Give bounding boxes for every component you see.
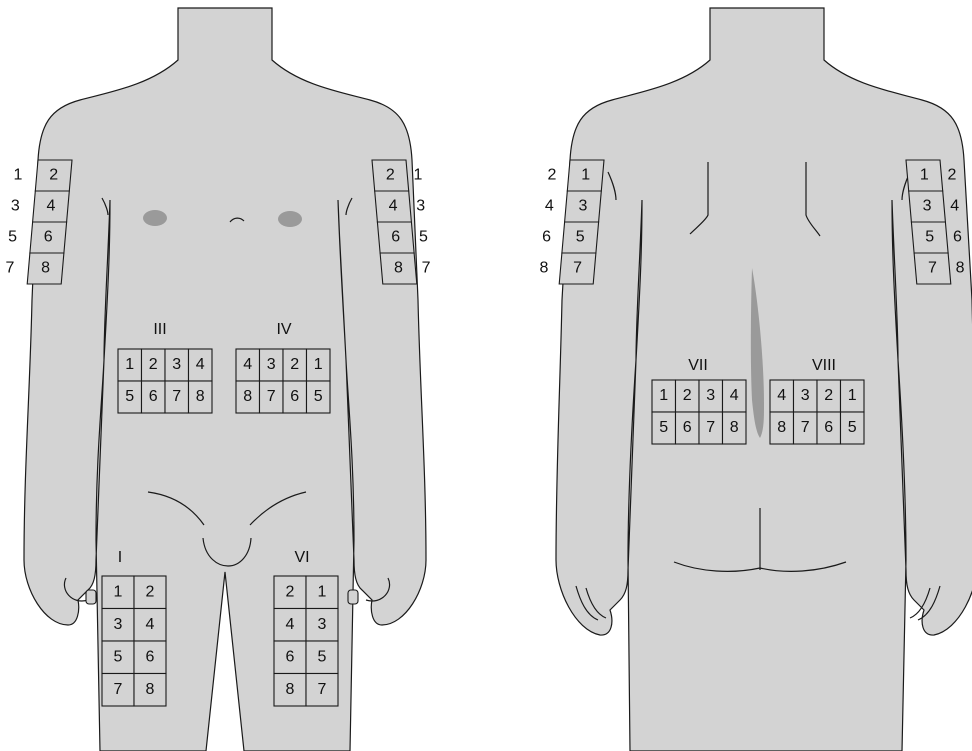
arm-side-number: 5 (419, 229, 428, 246)
arm-side-number: 6 (542, 229, 551, 246)
zone-cell-number: 5 (314, 388, 323, 405)
zone-cell-number: 6 (286, 648, 295, 665)
zone-cell-number: 8 (196, 388, 205, 405)
zone-cell-number: 4 (730, 387, 739, 404)
arm-side-number: 1 (14, 167, 23, 184)
zone-cell-number: 8 (243, 388, 252, 405)
back-body-silhouette (556, 8, 972, 751)
arm-cell-number: 2 (49, 167, 58, 184)
zone-label: VII (688, 357, 708, 374)
zone-cell-number: 7 (706, 419, 715, 436)
arm-side-number: 1 (414, 167, 423, 184)
zone-cell-number: 5 (318, 648, 327, 665)
zone-cell-number: 6 (824, 419, 833, 436)
back-figure (556, 8, 972, 751)
zone-cell-number: 2 (290, 356, 299, 373)
zone-cell-number: 1 (314, 356, 323, 373)
front-upper-arm-left-zone: 2 14 36 58 7 (372, 160, 431, 284)
arm-side-number: 4 (545, 198, 554, 215)
zone-cell-number: 2 (146, 583, 155, 600)
arm-cell-number: 4 (389, 198, 398, 215)
arm-side-number: 7 (5, 260, 14, 277)
zone-cell-number: 3 (172, 356, 181, 373)
arm-side-number: 5 (8, 229, 17, 246)
arm-cell-number: 2 (386, 167, 395, 184)
arm-cell-number: 4 (46, 198, 55, 215)
zone-cell-number: 4 (777, 387, 786, 404)
arm-cell-number: 1 (920, 167, 929, 184)
front-thumb-right (86, 590, 96, 604)
front-nipple-right (143, 210, 167, 226)
front-thumb-left (348, 590, 358, 604)
arm-side-number: 3 (416, 198, 425, 215)
arm-side-number: 8 (539, 260, 548, 277)
zone-cell-number: 7 (267, 388, 276, 405)
back-upper-arm-left-zone: 1 2 3 4 5 6 7 8 (539, 160, 604, 284)
zone-cell-number: 1 (114, 583, 123, 600)
zone-cell-number: 2 (286, 583, 295, 600)
zone-cell-number: 8 (730, 419, 739, 436)
zone-cell-number: 4 (243, 356, 252, 373)
arm-side-number: 6 (953, 229, 962, 246)
zone-cell-number: 4 (286, 616, 295, 633)
zone-label: I (118, 549, 122, 566)
zone-cell-number: 2 (149, 356, 158, 373)
zone-cell-number: 1 (318, 583, 327, 600)
zone-cell-number: 1 (848, 387, 857, 404)
zone-cell-number: 6 (149, 388, 158, 405)
arm-cell-number: 7 (928, 260, 937, 277)
zone-label: VIII (812, 357, 836, 374)
zone-cell-number: 3 (267, 356, 276, 373)
arm-cell-number: 3 (923, 198, 932, 215)
zone-cell-number: 1 (125, 356, 134, 373)
arm-side-number: 3 (11, 198, 20, 215)
arm-cell-number: 5 (925, 229, 934, 246)
zone-cell-number: 3 (318, 616, 327, 633)
zone-cell-number: 1 (659, 387, 668, 404)
zone-cell-number: 3 (706, 387, 715, 404)
arm-side-number: 4 (950, 198, 959, 215)
arm-cell-number: 6 (391, 229, 400, 246)
arm-side-number: 8 (956, 260, 965, 277)
zone-label: III (153, 321, 166, 338)
zone-cell-number: 5 (659, 419, 668, 436)
arm-cell-number: 3 (578, 198, 587, 215)
zone-cell-number: 5 (125, 388, 134, 405)
zone-cell-number: 2 (683, 387, 692, 404)
zone-cell-number: 8 (286, 681, 295, 698)
zone-label: IV (276, 321, 291, 338)
arm-side-number: 7 (422, 260, 431, 277)
front-figure (24, 8, 426, 751)
arm-cell-number: 6 (44, 229, 53, 246)
arm-side-number: 2 (548, 167, 557, 184)
front-upper-arm-right-zone: 2 1 4 3 6 5 8 7 (5, 160, 72, 284)
zone-cell-number: 6 (683, 419, 692, 436)
arm-side-number: 2 (948, 167, 957, 184)
arm-cell-number: 5 (576, 229, 585, 246)
zone-cell-number: 7 (172, 388, 181, 405)
zone-cell-number: 6 (146, 648, 155, 665)
arm-cell-number: 8 (41, 260, 50, 277)
zone-cell-number: 4 (146, 616, 155, 633)
zone-label: VI (294, 549, 309, 566)
front-body-silhouette (24, 8, 426, 751)
zone-cell-number: 7 (114, 681, 123, 698)
zone-cell-number: 7 (318, 681, 327, 698)
front-nipple-left (278, 211, 302, 227)
zone-cell-number: 6 (290, 388, 299, 405)
zone-cell-number: 2 (824, 387, 833, 404)
arm-cell-number: 7 (573, 260, 582, 277)
zone-cell-number: 5 (848, 419, 857, 436)
zone-cell-number: 3 (801, 387, 810, 404)
zone-cell-number: 8 (777, 419, 786, 436)
zone-cell-number: 4 (196, 356, 205, 373)
zone-cell-number: 7 (801, 419, 810, 436)
zone-cell-number: 5 (114, 648, 123, 665)
zone-cell-number: 3 (114, 616, 123, 633)
zone-cell-number: 8 (146, 681, 155, 698)
arm-cell-number: 1 (581, 167, 590, 184)
arm-cell-number: 8 (394, 260, 403, 277)
